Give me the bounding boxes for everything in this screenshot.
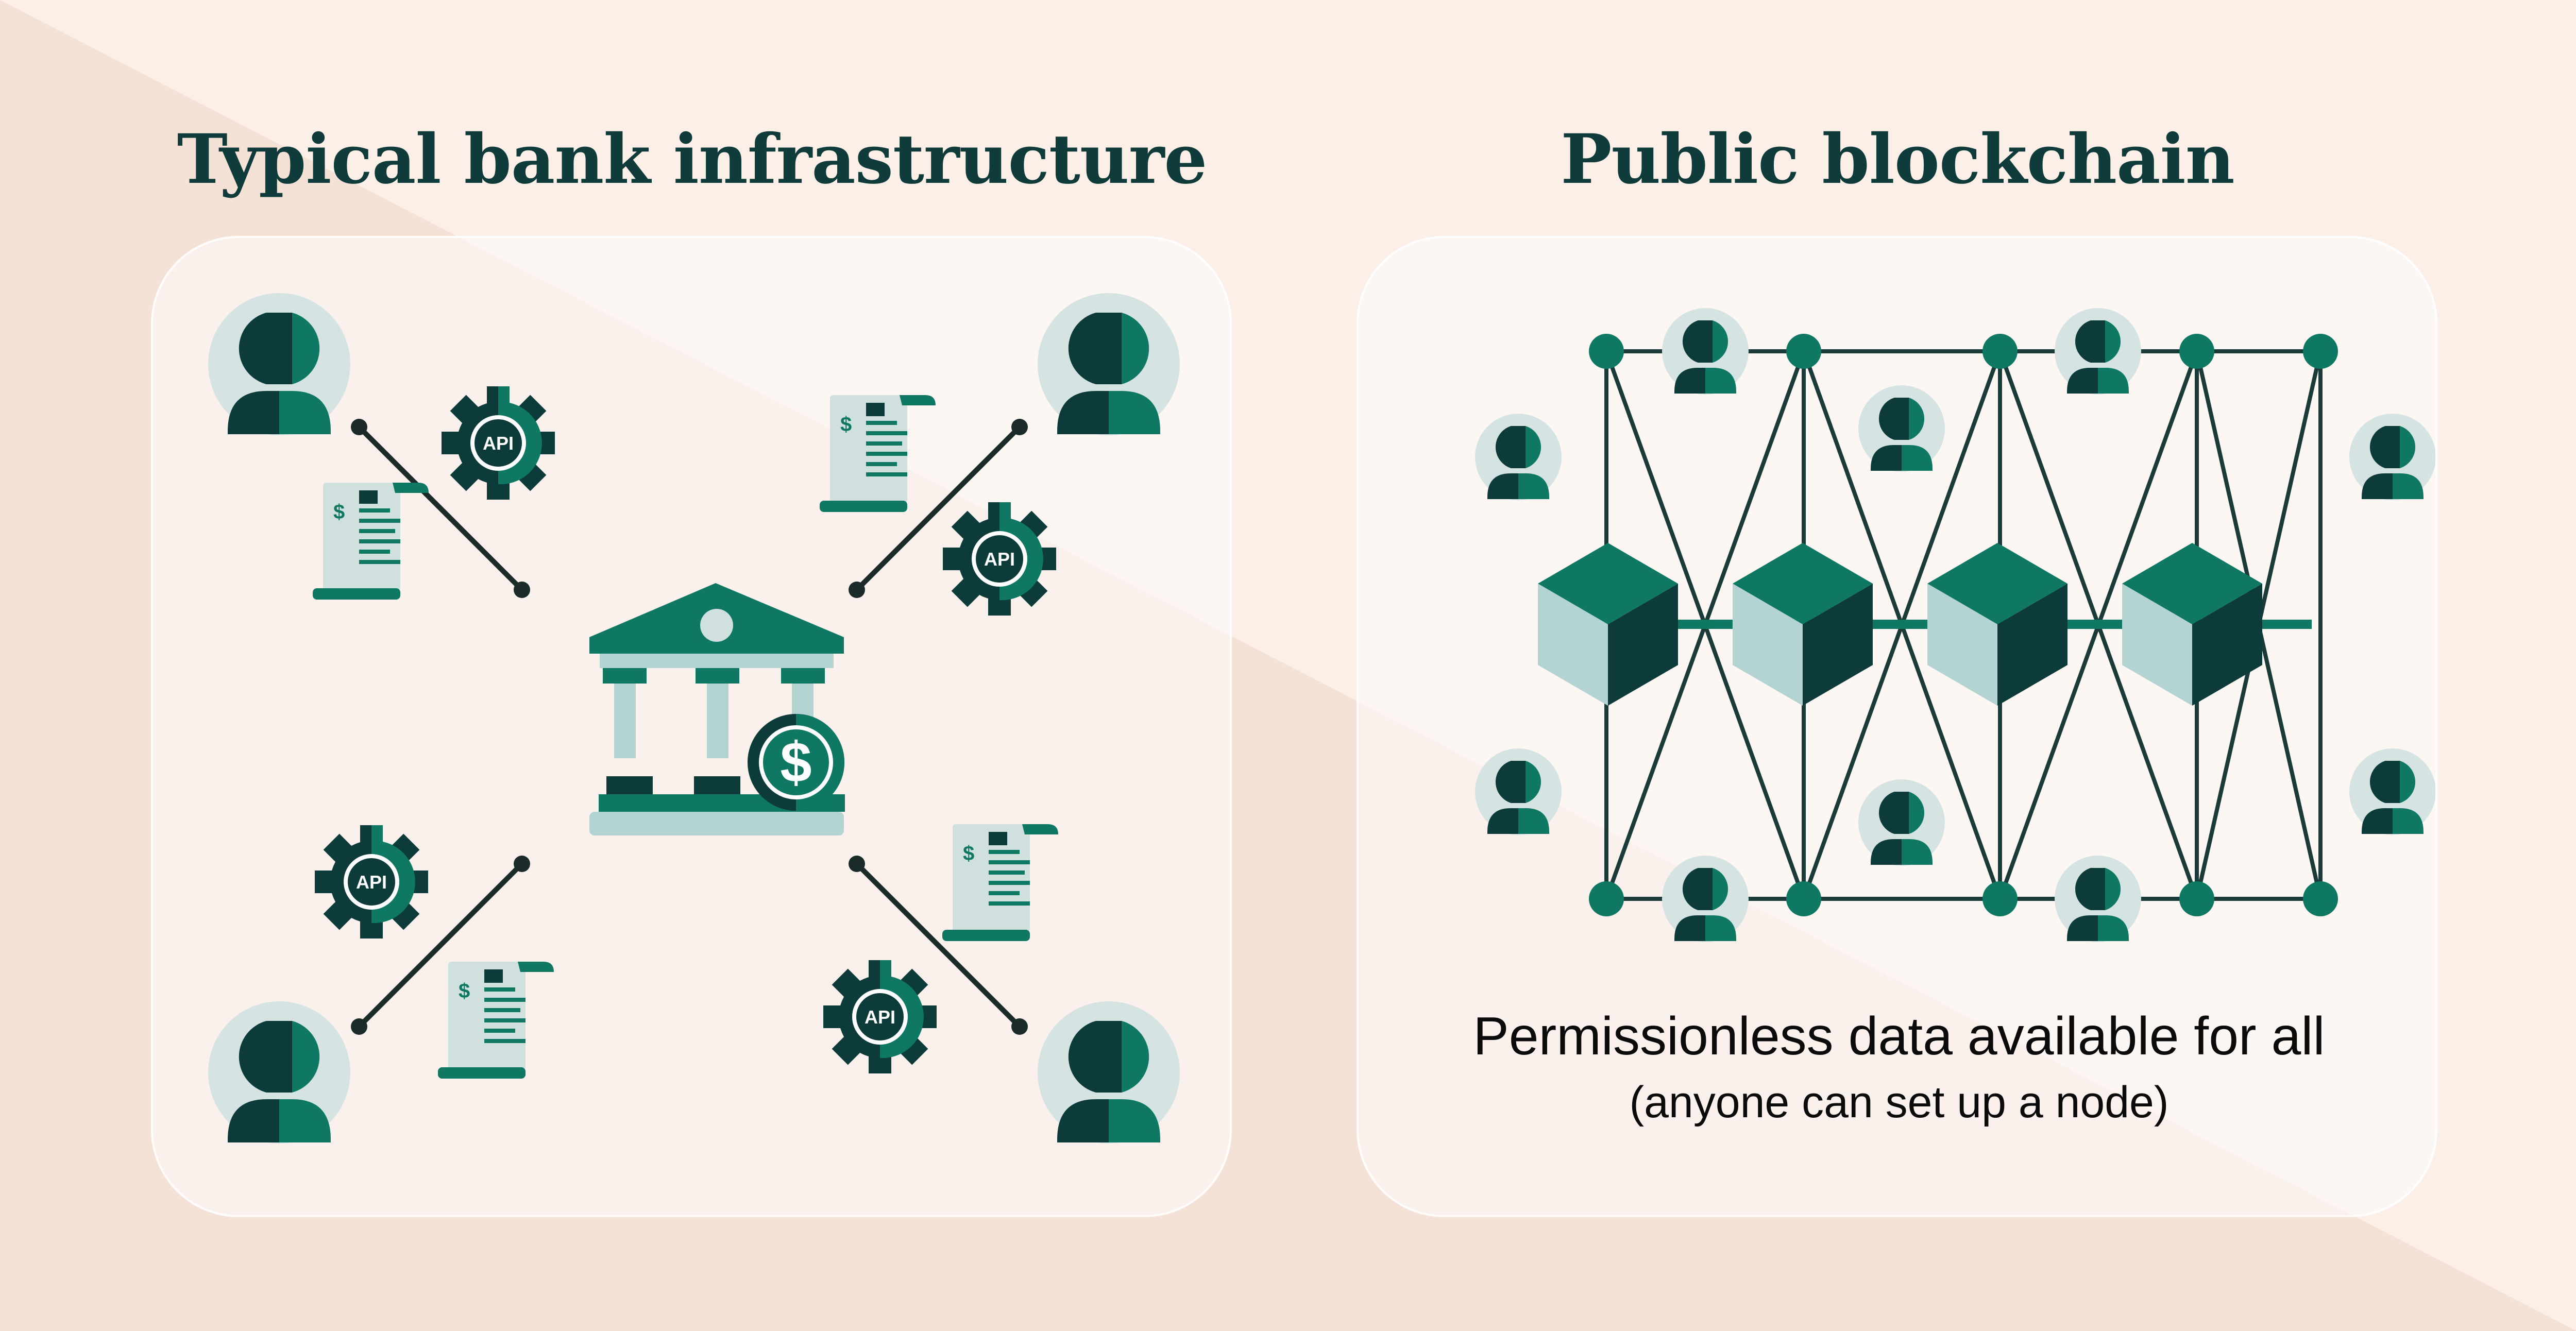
- svg-text:API: API: [984, 549, 1015, 570]
- bank-infrastructure-diagram: API API API API $ $ $ $: [208, 293, 1180, 1144]
- block-icon: [1733, 543, 1873, 706]
- user-icon: [1858, 779, 1945, 866]
- public-blockchain-title: Public blockchain: [1561, 120, 2234, 199]
- node-icon: [1589, 334, 1624, 369]
- user-icon: [208, 293, 350, 435]
- node-icon: [1786, 881, 1821, 916]
- user-icon: [1662, 308, 1749, 395]
- public-blockchain-panel: Permissionless data available for all (a…: [1357, 236, 2437, 1217]
- block-icon: [1927, 543, 2067, 706]
- node-icon: [2303, 334, 2338, 369]
- api-gear-icon: API: [315, 825, 428, 938]
- block-icon: [1538, 543, 1678, 706]
- user-icon: [2055, 856, 2141, 942]
- node-icon: [1982, 881, 2018, 916]
- node-setup-subcaption: (anyone can set up a node): [1629, 1078, 2169, 1127]
- node-icon: [1589, 881, 1624, 916]
- user-icon: [1475, 748, 1562, 835]
- network-nodes: [1589, 334, 2214, 916]
- user-icon: [2349, 414, 2435, 500]
- blockchain-diagram: [1475, 308, 2435, 942]
- document-icon: $: [820, 395, 936, 512]
- svg-text:$: $: [963, 842, 974, 865]
- user-icon: [1038, 1001, 1180, 1144]
- connector-lines: [357, 425, 1022, 1029]
- bank-icon: $: [589, 583, 845, 835]
- document-icon: $: [942, 824, 1058, 941]
- bank-infrastructure-title: Typical bank infrastructure: [177, 120, 1208, 199]
- document-icon: $: [438, 962, 554, 1079]
- user-icon: [1858, 385, 1945, 472]
- svg-text:API: API: [865, 1006, 895, 1028]
- svg-text:$: $: [780, 731, 811, 794]
- svg-text:API: API: [356, 872, 387, 893]
- svg-text:$: $: [459, 980, 470, 1002]
- node-icon: [2179, 881, 2214, 916]
- node-icon: [2179, 334, 2214, 369]
- permissionless-caption: Permissionless data available for all: [1473, 1006, 2325, 1066]
- user-icon: [208, 1001, 350, 1144]
- svg-text:$: $: [840, 413, 852, 436]
- user-icon: [1475, 414, 1562, 500]
- node-icon: [1786, 334, 1821, 369]
- api-gear-icon: API: [442, 386, 555, 500]
- bank-infrastructure-panel: API API API API $ $ $ $: [151, 236, 1232, 1217]
- node-icon: [2303, 881, 2338, 916]
- node-icon: [1982, 334, 2018, 369]
- api-gear-icon: API: [943, 502, 1056, 616]
- user-icon: [1038, 293, 1180, 435]
- connector-endpoints: [351, 419, 1028, 1035]
- user-icon: [1662, 856, 1749, 942]
- api-gear-icon: API: [823, 960, 937, 1073]
- user-icon: [2349, 748, 2435, 835]
- svg-text:$: $: [333, 501, 345, 523]
- block-icon: [2122, 543, 2262, 706]
- document-icon: $: [313, 483, 429, 600]
- svg-text:API: API: [483, 433, 514, 454]
- user-icon: [2055, 308, 2141, 395]
